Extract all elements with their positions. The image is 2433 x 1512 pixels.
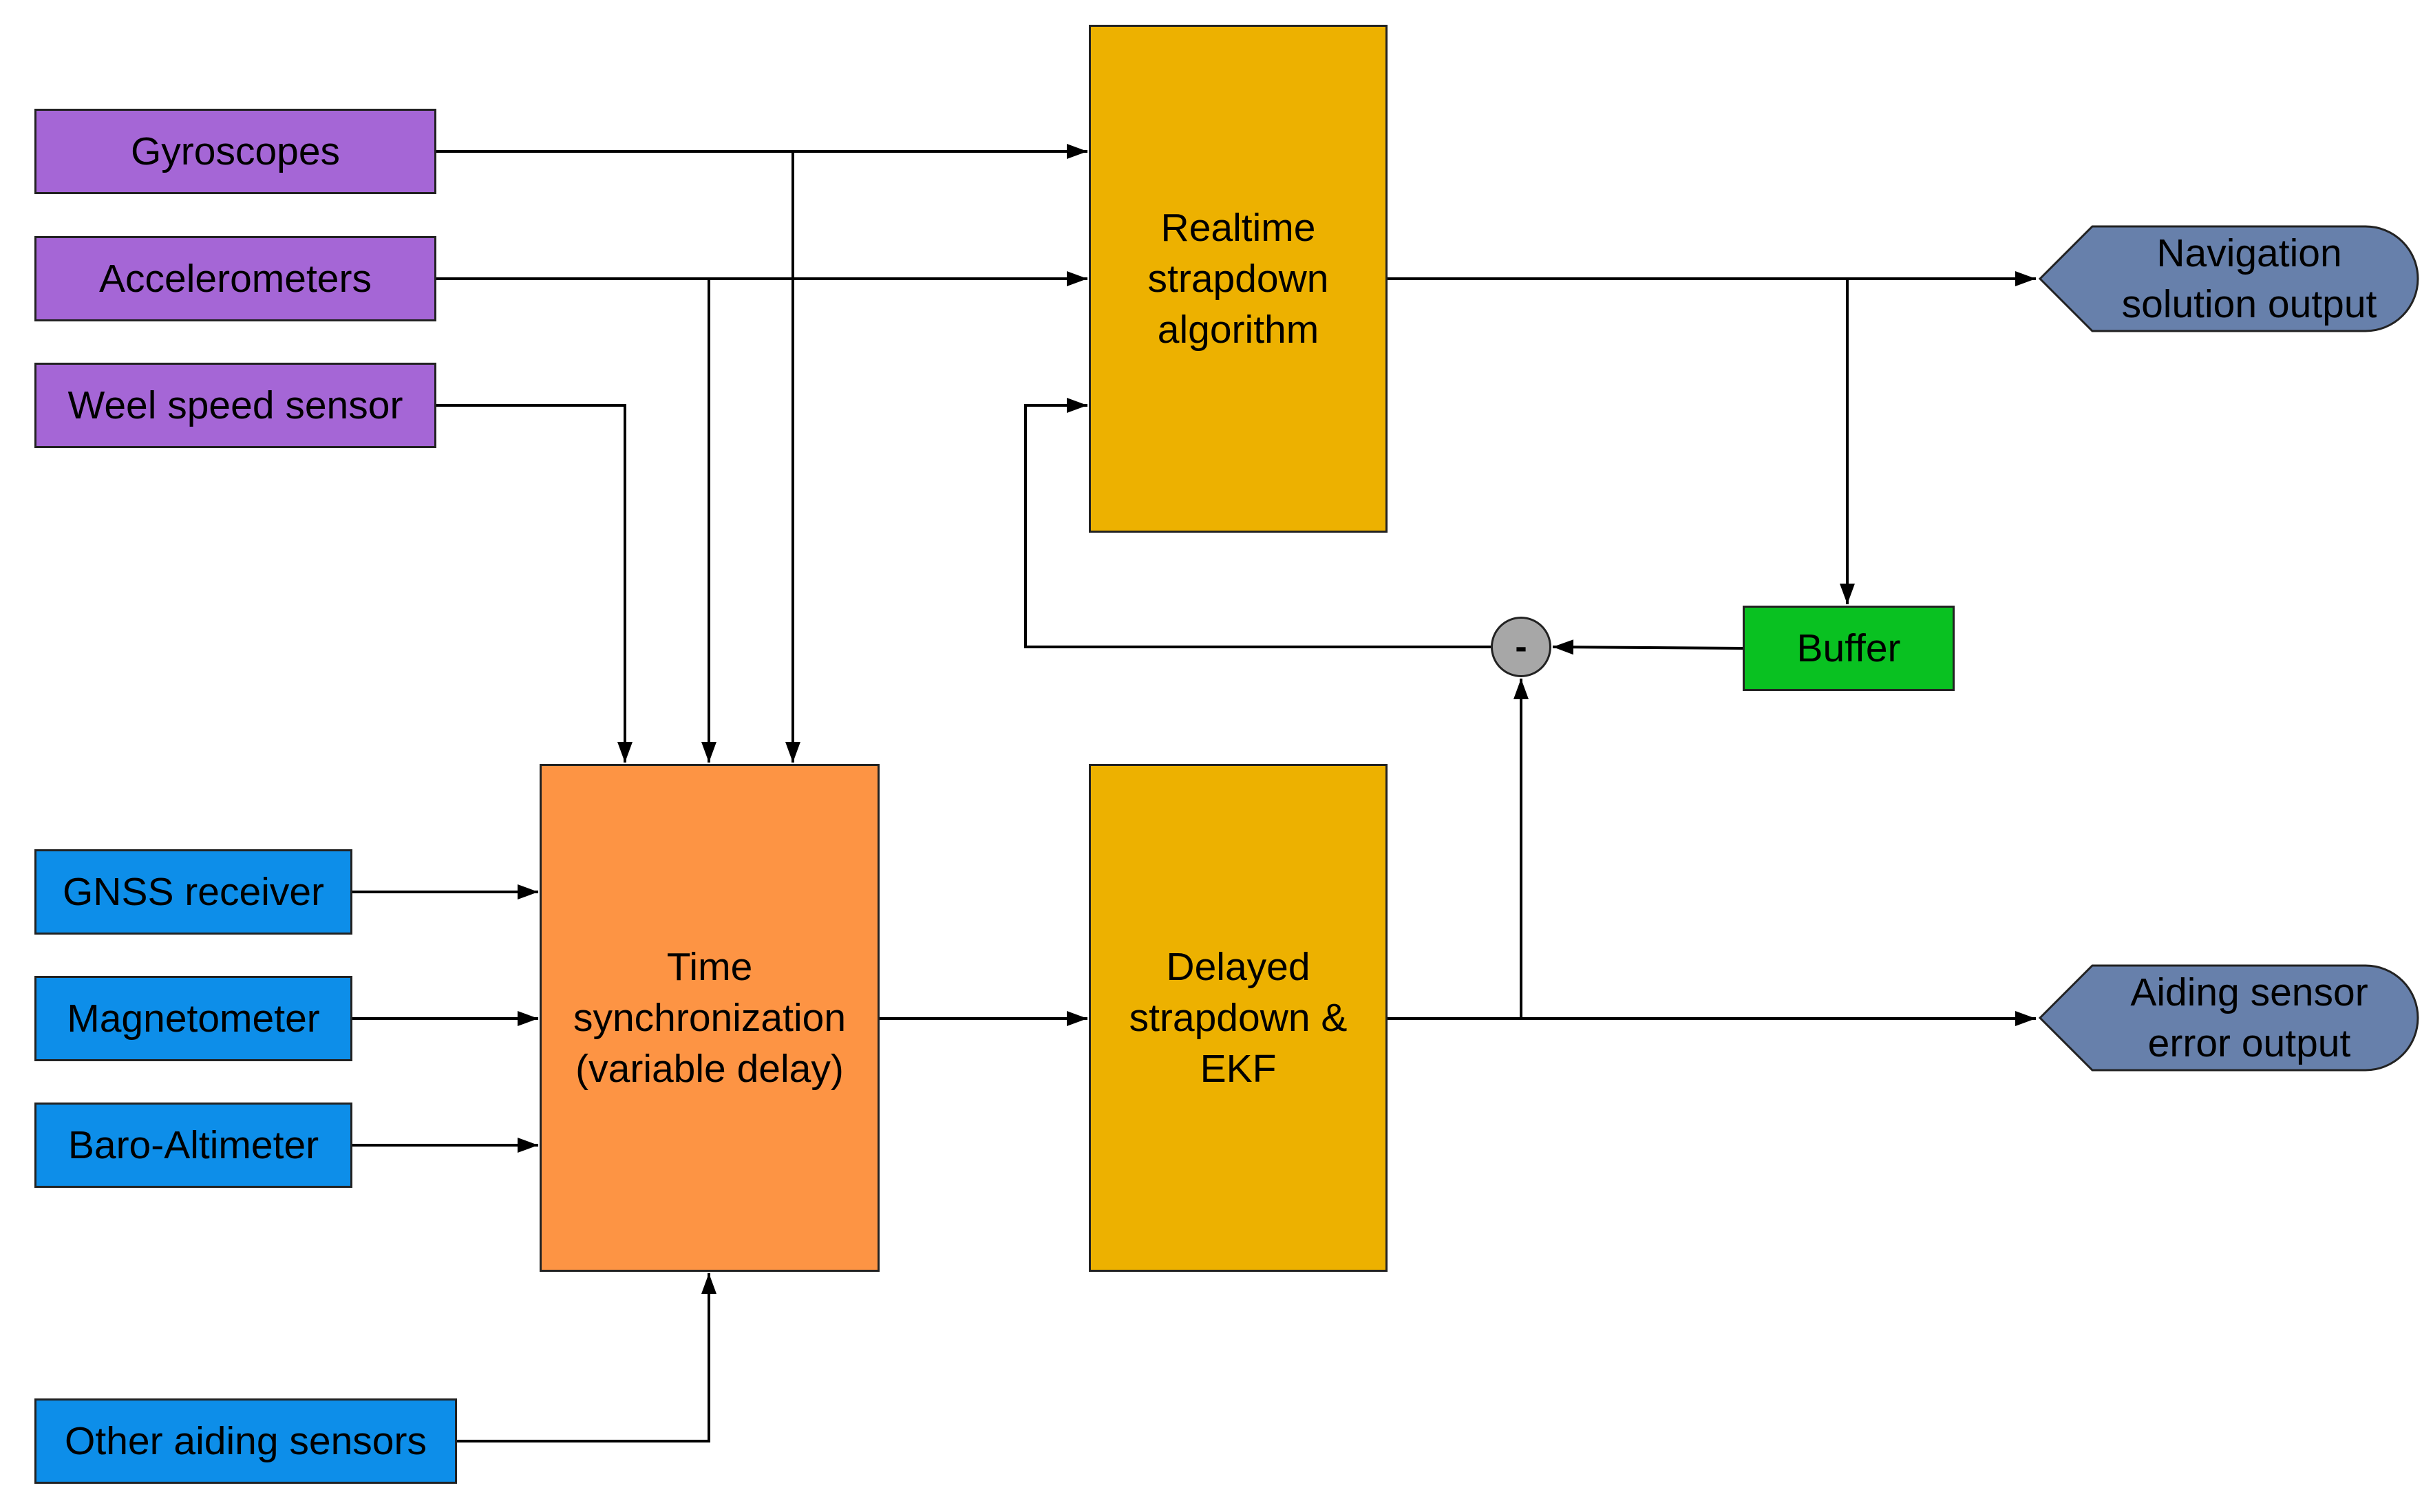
magnetometer-label: Magnetometer xyxy=(67,996,320,1041)
baro-altimeter-label: Baro-Altimeter xyxy=(67,1122,319,1167)
summing-junction: - xyxy=(1491,617,1551,677)
time-synchronization-node: Time synchronization (variable delay) xyxy=(540,764,880,1272)
wheel-speed-sensor-label: Weel speed sensor xyxy=(67,383,403,427)
arrowhead-icon xyxy=(1067,398,1087,413)
arrowhead-icon xyxy=(2015,1011,2036,1026)
arrowhead-icon xyxy=(518,1011,538,1026)
summing-junction-label: - xyxy=(1515,627,1527,667)
connector-other_aiding-to-time_sync xyxy=(457,1273,710,1442)
accelerometers-node: Accelerometers xyxy=(34,236,436,321)
magnetometer-node: Magnetometer xyxy=(34,976,352,1061)
arrowhead-icon xyxy=(1067,271,1087,286)
delayed-strapdown-ekf-node: Delayed strapdown & EKF xyxy=(1089,764,1388,1272)
arrowhead-icon xyxy=(1840,584,1855,604)
arrowhead-icon xyxy=(701,742,716,763)
buffer-label: Buffer xyxy=(1796,626,1901,670)
arrowhead-icon xyxy=(617,742,633,763)
arrowhead-icon xyxy=(1067,1011,1087,1026)
arrowhead-icon xyxy=(518,884,538,899)
arrowhead-icon xyxy=(1513,679,1529,699)
gnss-receiver-node: GNSS receiver xyxy=(34,849,352,935)
delayed-strapdown-ekf-label: Delayed strapdown & EKF xyxy=(1129,944,1348,1092)
arrowhead-icon xyxy=(1067,144,1087,159)
aiding-sensor-error-output-node: Aiding sensor error output xyxy=(2037,963,2420,1072)
aiding-sensor-error-output-label: Aiding sensor error output xyxy=(2130,970,2368,1065)
connector-wheel_speed-to-time_sync xyxy=(436,404,626,763)
output-shape-icon xyxy=(2038,964,2419,1072)
wheel-speed-sensor-node: Weel speed sensor xyxy=(34,363,436,448)
navigation-solution-output-label: Navigation solution output xyxy=(2121,231,2377,326)
accelerometers-label: Accelerometers xyxy=(99,256,372,301)
arrowhead-icon xyxy=(518,1138,538,1153)
gyroscopes-node: Gyroscopes xyxy=(34,109,436,194)
other-aiding-sensors-label: Other aiding sensors xyxy=(65,1418,427,1463)
realtime-strapdown-label: Realtime strapdown algorithm xyxy=(1147,205,1329,352)
connector-buffer-to-summing xyxy=(1552,646,1743,650)
arrowhead-icon xyxy=(1553,639,1574,655)
other-aiding-sensors-node: Other aiding sensors xyxy=(34,1398,457,1484)
connector-summing-to-realtime xyxy=(1024,404,1491,648)
navigation-solution-output-node: Navigation solution output xyxy=(2037,224,2420,333)
time-synchronization-label: Time synchronization (variable delay) xyxy=(573,944,847,1092)
gyroscopes-label: Gyroscopes xyxy=(130,129,341,173)
arrowhead-icon xyxy=(785,742,800,763)
baro-altimeter-node: Baro-Altimeter xyxy=(34,1103,352,1188)
realtime-strapdown-node: Realtime strapdown algorithm xyxy=(1089,25,1388,533)
arrowhead-icon xyxy=(2015,271,2036,286)
buffer-node: Buffer xyxy=(1743,606,1955,691)
output-shape-icon xyxy=(2038,225,2419,332)
gnss-receiver-label: GNSS receiver xyxy=(62,869,325,914)
arrowhead-icon xyxy=(701,1273,716,1294)
